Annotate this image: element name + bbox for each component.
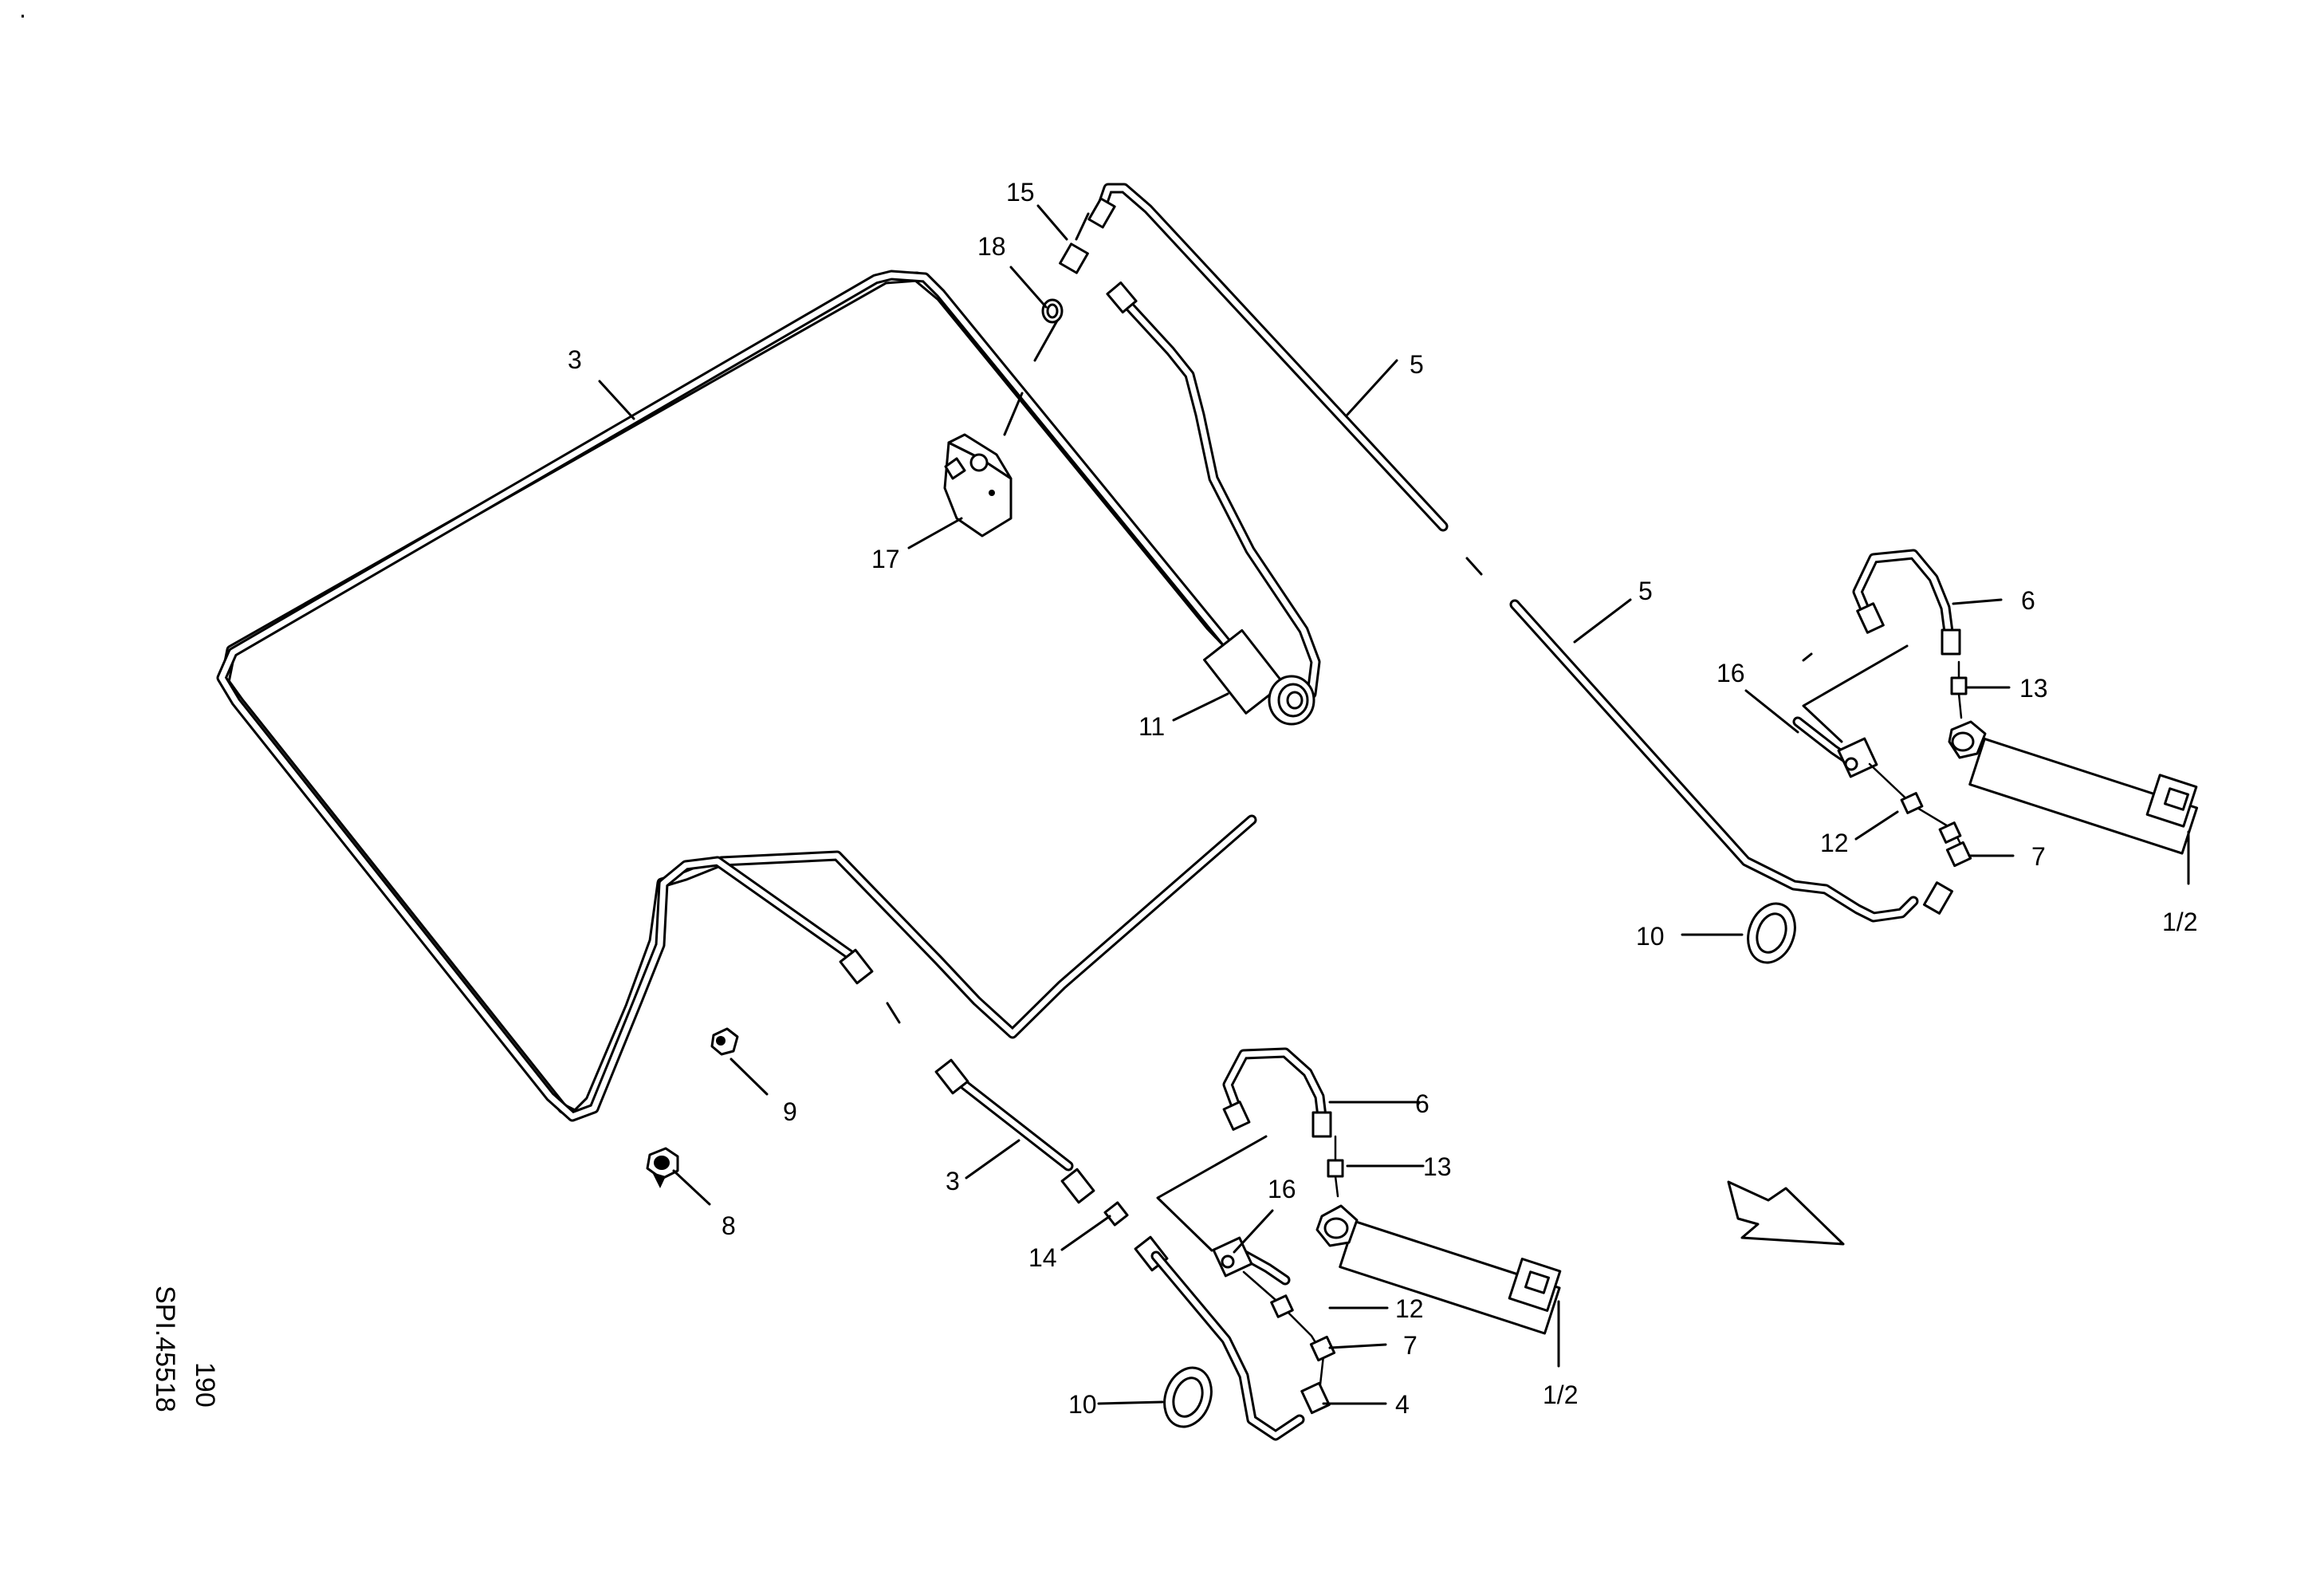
callout-16-right: 16 <box>1716 659 1745 687</box>
callout-10-right: 10 <box>1636 922 1665 951</box>
corner-mark: . <box>19 0 26 23</box>
callout-4: 4 <box>1395 1390 1410 1419</box>
callout-3-top: 3 <box>568 345 582 374</box>
callout-10-left: 10 <box>1068 1390 1097 1419</box>
seal-10-right <box>1747 902 1796 964</box>
fitting-15 <box>1059 212 1090 274</box>
pipe-5 <box>1087 183 1954 923</box>
pipe-3-loop <box>216 270 1233 1172</box>
callout-8: 8 <box>722 1211 736 1240</box>
callout-13-right: 13 <box>2019 674 2048 703</box>
direction-arrow-icon <box>1727 1180 1845 1246</box>
leader-lines <box>598 204 2190 1405</box>
pipe-3 <box>219 271 1257 1120</box>
valve-block-17 <box>943 313 1062 538</box>
drawing-code-block: 190 SPI.45518 <box>150 1286 220 1412</box>
callout-12-left: 12 <box>1395 1294 1424 1323</box>
clip-9 <box>710 1027 739 1056</box>
callout-18: 18 <box>977 232 1006 261</box>
left-assembly <box>1060 1047 1562 1441</box>
grommet-8 <box>646 1147 679 1188</box>
callout-16-left: 16 <box>1268 1175 1296 1203</box>
page-number: 190 <box>190 1362 220 1408</box>
callout-14: 14 <box>1028 1243 1057 1272</box>
callout-labels: 3 5 5 6 13 16 12 7 1/2 10 11 15 18 17 9 … <box>568 178 2197 1419</box>
callout-7-right: 7 <box>2031 842 2046 871</box>
callout-7-left: 7 <box>1403 1331 1418 1360</box>
callout-9: 9 <box>783 1097 797 1126</box>
callout-1-2-left: 1/2 <box>1543 1380 1578 1409</box>
callout-15: 15 <box>1006 178 1035 207</box>
seal-10-left <box>1163 1366 1213 1428</box>
right-assembly <box>1792 549 2199 868</box>
callout-17: 17 <box>871 545 900 573</box>
callout-13-left: 13 <box>1423 1152 1452 1181</box>
drawing-code: SPI.45518 <box>150 1286 180 1412</box>
callout-6-right: 6 <box>2021 586 2035 615</box>
callout-12-right: 12 <box>1820 829 1849 857</box>
callout-5-mid: 5 <box>1638 577 1653 605</box>
callout-11: 11 <box>1138 712 1165 741</box>
callout-3-bottom: 3 <box>946 1167 960 1195</box>
callout-1-2-right: 1/2 <box>2162 908 2197 936</box>
fitting-18 <box>1041 298 1064 324</box>
callout-6-left: 6 <box>1415 1089 1429 1118</box>
callout-5-top: 5 <box>1410 350 1424 379</box>
coil-11 <box>1106 281 1321 726</box>
